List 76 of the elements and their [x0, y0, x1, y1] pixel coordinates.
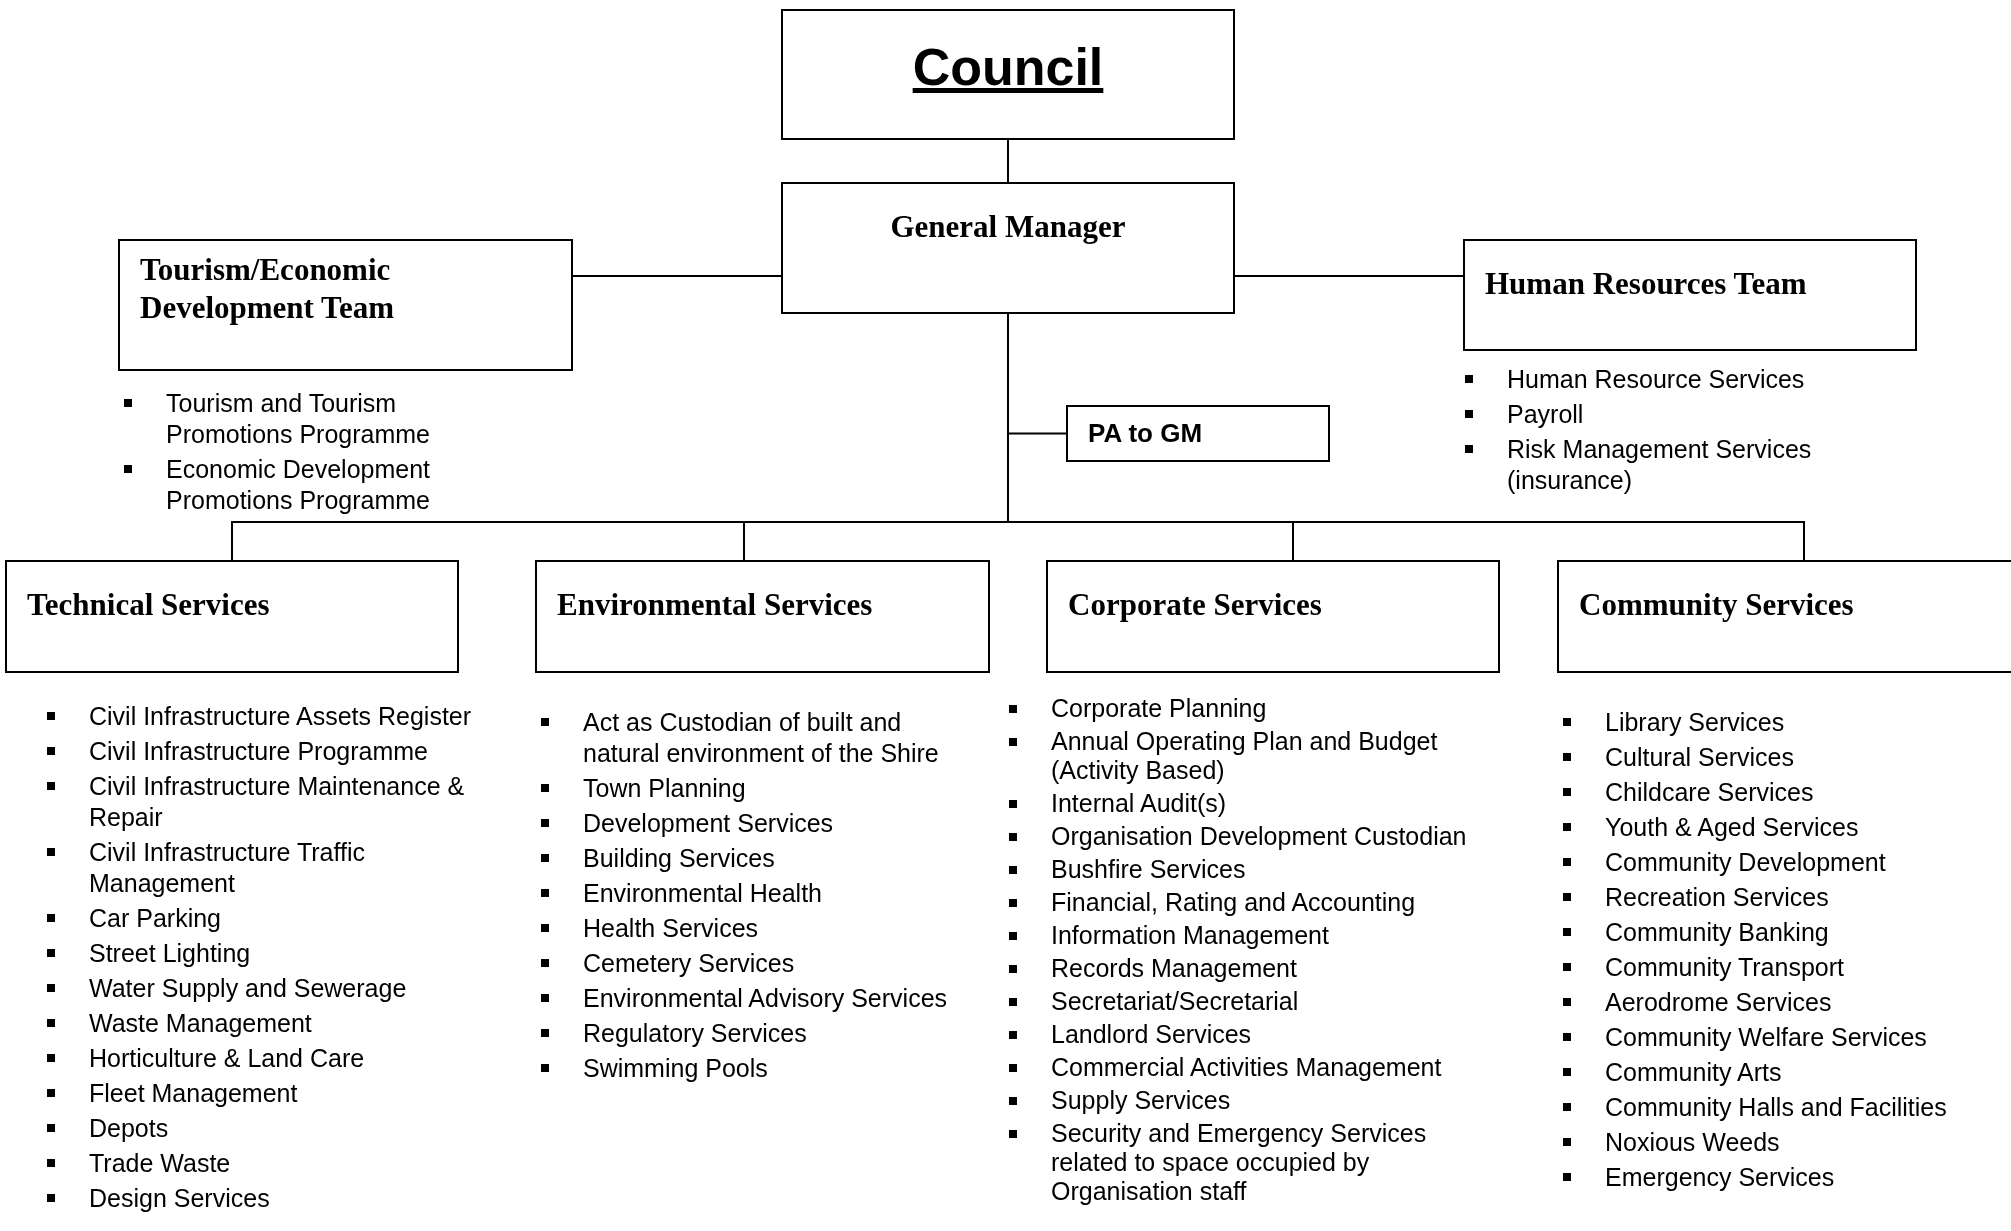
list-item: Design Services: [89, 1184, 270, 1212]
list-item: Secretariat/Secretarial: [1051, 987, 1299, 1015]
list-item: Car Parking: [89, 904, 221, 932]
org-box: [535, 560, 990, 673]
list-item: Landlord Services: [1051, 1020, 1252, 1048]
list-item: Commercial Activities Management: [1051, 1053, 1442, 1081]
box-heading: Human Resources Team: [1485, 265, 1807, 303]
list-item: Horticulture & Land Care: [89, 1044, 365, 1072]
connector-line: [1007, 139, 1009, 183]
box-heading: Council: [911, 37, 1105, 97]
connector-line: [572, 275, 782, 277]
list-item: Environmental Advisory Services: [583, 984, 948, 1012]
list-item: Community Arts: [1605, 1058, 1782, 1086]
list-item: Environmental Health: [583, 879, 822, 907]
list-item: Community Halls and Facilities: [1605, 1093, 1947, 1121]
list-item: Records Management: [1051, 954, 1297, 982]
list-item: Supply Services: [1051, 1086, 1231, 1114]
list-item: Civil Infrastructure Maintenance & Repair: [89, 772, 465, 831]
list-item: Community Development: [1605, 848, 1886, 876]
list-item: Emergency Services: [1605, 1163, 1835, 1191]
list-item: Water Supply and Sewerage: [89, 974, 407, 1002]
list-item: Noxious Weeds: [1605, 1128, 1780, 1156]
list-item: Human Resource Services: [1507, 365, 1805, 393]
box-heading: PA to GM: [1088, 417, 1203, 449]
list-item: Internal Audit(s): [1051, 789, 1227, 817]
box-heading: Corporate Services: [1068, 586, 1322, 624]
list-item: Civil Infrastructure Traffic Management: [89, 838, 365, 897]
list-item: Annual Operating Plan and Budget (Activity Based): [1051, 727, 1438, 784]
list-item: Waste Management: [89, 1009, 312, 1037]
list-item: Economic Development Promotions Programme: [166, 455, 430, 514]
box-heading: Environmental Services: [557, 586, 873, 624]
list-item: Act as Custodian of built and natural environment of the Shire: [583, 708, 939, 767]
org-box: [1557, 560, 2011, 673]
list-item: Health Services: [583, 914, 759, 942]
box-heading: Community Services: [1579, 586, 1854, 624]
list-item: Cultural Services: [1605, 743, 1794, 771]
list-item: Civil Infrastructure Programme: [89, 737, 428, 765]
org-box: [781, 182, 1235, 314]
org-box: [5, 560, 459, 673]
list-item: Corporate Planning: [1051, 694, 1267, 722]
box-heading: Tourism/Economic Development Team: [140, 251, 395, 327]
list-item: Aerodrome Services: [1605, 988, 1832, 1016]
list-item: Tourism and Tourism Promotions Programme: [166, 389, 430, 448]
list-item: Financial, Rating and Accounting: [1051, 888, 1416, 916]
list-item: Building Services: [583, 844, 775, 872]
list-item: Childcare Services: [1605, 778, 1814, 806]
list-item: Street Lighting: [89, 939, 251, 967]
list-item: Risk Management Services (insurance): [1507, 435, 1812, 494]
list-item: Town Planning: [583, 774, 746, 802]
box-heading: Technical Services: [27, 586, 270, 624]
list-item: Organisation Development Custodian: [1051, 822, 1467, 850]
list-item: Community Transport: [1605, 953, 1844, 981]
list-item: Trade Waste: [89, 1149, 231, 1177]
list-item: Recreation Services: [1605, 883, 1829, 911]
list-item: Library Services: [1605, 708, 1785, 736]
list-item: Civil Infrastructure Assets Register: [89, 702, 472, 730]
org-box: [1046, 560, 1500, 673]
list-item: Community Welfare Services: [1605, 1023, 1927, 1051]
org-box: [781, 9, 1235, 140]
list-item: Security and Emergency Services related to space occupied by Organisation staff: [1051, 1119, 1427, 1205]
list-item: Cemetery Services: [583, 949, 795, 977]
list-item: Regulatory Services: [583, 1019, 807, 1047]
list-item: Depots: [89, 1114, 169, 1142]
org-box: [1463, 239, 1917, 351]
org-box: [118, 239, 573, 371]
list-item: Fleet Management: [89, 1079, 298, 1107]
list-item: Youth & Aged Services: [1605, 813, 1859, 841]
list-item: Payroll: [1507, 400, 1584, 428]
connector-line: [1234, 275, 1464, 277]
list-item: Swimming Pools: [583, 1054, 768, 1082]
list-item: Development Services: [583, 809, 834, 837]
org-box: [1066, 405, 1330, 462]
list-item: Bushfire Services: [1051, 855, 1246, 883]
list-item: Information Management: [1051, 921, 1329, 949]
list-item: Community Banking: [1605, 918, 1829, 946]
box-heading: General Manager: [889, 208, 1127, 246]
